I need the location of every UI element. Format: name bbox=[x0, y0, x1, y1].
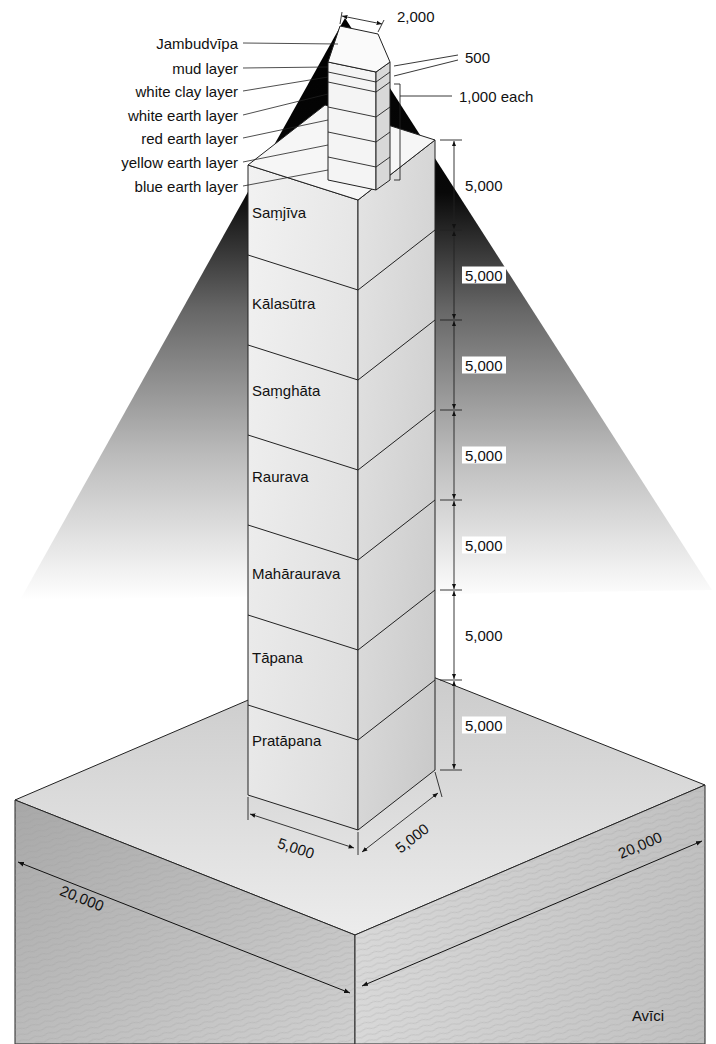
layer-label: mud layer bbox=[172, 60, 238, 77]
hell-label: Raurava bbox=[252, 468, 309, 485]
stroke bbox=[248, 500, 435, 560]
stroke bbox=[440, 500, 462, 501]
stroke bbox=[440, 410, 462, 411]
stroke bbox=[454, 231, 455, 319]
stroke bbox=[454, 141, 455, 229]
dimension-label: 20,000 bbox=[616, 828, 665, 862]
stroke bbox=[440, 230, 462, 231]
dimension-label: 5,000 bbox=[462, 537, 506, 554]
dimension-label: 5,000 bbox=[462, 357, 506, 374]
stroke bbox=[248, 590, 435, 650]
layer-label: blue earth layer bbox=[135, 178, 238, 195]
dimension-label: 5,000 bbox=[462, 177, 506, 194]
stroke bbox=[440, 770, 462, 771]
dimension-label: 5,000 bbox=[462, 627, 506, 644]
stroke bbox=[440, 140, 462, 141]
dimension-label: 20,000 bbox=[58, 882, 107, 915]
stroke bbox=[248, 230, 435, 290]
stroke bbox=[328, 132, 390, 142]
dimension-label: 5,000 bbox=[462, 447, 506, 464]
hell-label: Avīci bbox=[632, 1007, 664, 1024]
dimension-label: 5,000 bbox=[462, 717, 506, 734]
stroke bbox=[454, 411, 455, 499]
stroke bbox=[328, 107, 390, 117]
stroke bbox=[440, 320, 462, 321]
layer-label: yellow earth layer bbox=[121, 154, 238, 171]
dimension-label: 5,000 bbox=[276, 834, 317, 862]
dimension-label: 5,000 bbox=[392, 820, 432, 857]
layer-label: white clay layer bbox=[135, 83, 238, 100]
dimension-label: 500 bbox=[462, 49, 493, 66]
stroke bbox=[454, 681, 455, 769]
hell-label: Tāpana bbox=[252, 649, 303, 666]
stroke bbox=[248, 680, 435, 740]
stroke bbox=[440, 590, 462, 591]
stroke bbox=[328, 157, 390, 167]
stroke bbox=[454, 501, 455, 589]
region-label: Jambudvīpa bbox=[156, 35, 238, 52]
layer-label: white earth layer bbox=[128, 107, 238, 124]
stroke bbox=[328, 72, 390, 82]
stroke bbox=[454, 321, 455, 409]
dimension-label: 5,000 bbox=[462, 267, 506, 284]
layer-label: red earth layer bbox=[141, 130, 238, 147]
stroke bbox=[248, 320, 435, 380]
stroke bbox=[440, 680, 462, 681]
hell-label: Saṃghāta bbox=[252, 382, 320, 399]
stroke bbox=[454, 591, 455, 679]
hell-label: Mahāraurava bbox=[252, 565, 340, 582]
stroke bbox=[328, 82, 390, 92]
hell-label: Pratāpana bbox=[252, 732, 321, 749]
stroke bbox=[248, 410, 435, 470]
dimension-label: 1,000 each bbox=[456, 88, 536, 105]
hell-label: Saṃjīva bbox=[252, 204, 306, 221]
hell-label: Kālasūtra bbox=[252, 295, 315, 312]
dimension-label: 2,000 bbox=[394, 8, 438, 25]
